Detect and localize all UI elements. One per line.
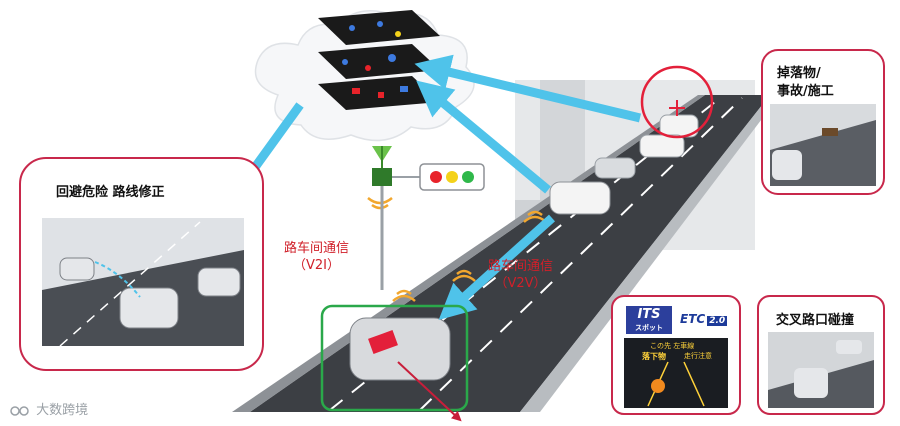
v2i-label-line1: 路车间通信 — [284, 240, 349, 257]
v2v-label-line2: （V2V） — [488, 275, 553, 292]
traffic-light-yellow — [446, 171, 458, 183]
its-logo-text: ITS — [637, 307, 660, 322]
v2i-label: 路车间通信 （V2I） — [284, 240, 349, 274]
etc-logo-text: ETC — [680, 312, 705, 326]
etc-version: 2.0 — [707, 316, 727, 326]
its-logo-sub: スポット — [626, 324, 672, 332]
intersection-title: 交叉路口碰撞 — [776, 309, 854, 328]
sign-line-2: 落下物 — [642, 352, 666, 361]
traffic-light-red — [430, 171, 442, 183]
v2v-label-line1: 路车间通信 — [488, 258, 553, 275]
roadside-unit — [372, 146, 420, 290]
sign-line-3: 走行注意 — [684, 352, 712, 361]
car — [350, 318, 450, 380]
car — [640, 135, 684, 157]
v2v-label: 路车间通信 （V2V） — [488, 258, 553, 292]
traffic-light — [420, 164, 484, 190]
warning-burst-icon — [651, 379, 665, 393]
debris-title-line2: 事故/施工 — [777, 80, 834, 99]
car — [772, 150, 802, 180]
watermark-logo-icon — [10, 404, 32, 418]
car — [836, 340, 862, 354]
car — [120, 288, 178, 328]
car — [550, 182, 610, 214]
v2i-label-line2: （V2I） — [284, 257, 349, 274]
sign-line-1: この先 左車線 — [650, 342, 694, 351]
its-spot-logo: ITS スポット — [626, 306, 672, 334]
car — [198, 268, 240, 296]
avoidance-title: 回避危险 路线修正 — [56, 181, 165, 200]
car — [60, 258, 94, 280]
debris-title-line1: 掉落物/ — [777, 62, 821, 81]
debris-object — [822, 128, 838, 136]
car — [595, 158, 635, 178]
car — [794, 368, 828, 398]
watermark: 大数跨境 — [10, 399, 88, 418]
traffic-light-green — [462, 171, 474, 183]
watermark-text: 大数跨境 — [36, 403, 88, 418]
